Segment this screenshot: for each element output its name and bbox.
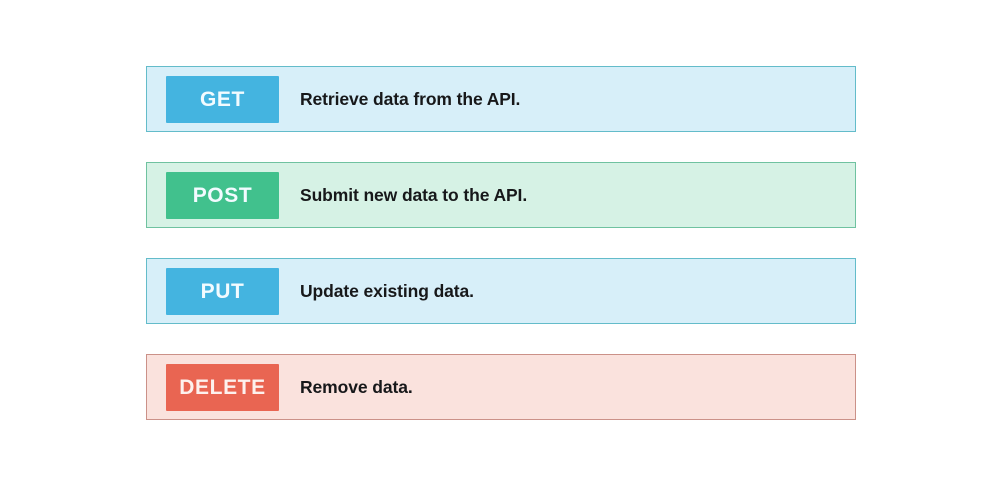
method-badge-label: GET bbox=[200, 87, 245, 111]
method-row[interactable]: DELETE Remove data. bbox=[146, 354, 856, 420]
method-badge-label: POST bbox=[192, 183, 253, 207]
method-badge-label: PUT bbox=[200, 279, 245, 303]
method-badge-post[interactable]: POST bbox=[166, 171, 279, 219]
method-row[interactable]: GET Retrieve data from the API. bbox=[146, 66, 856, 132]
method-row[interactable]: PUT Update existing data. bbox=[146, 258, 856, 324]
method-badge-put[interactable]: PUT bbox=[166, 267, 279, 315]
method-badge-delete[interactable]: DELETE bbox=[166, 363, 279, 411]
method-badge-label: DELETE bbox=[179, 375, 266, 399]
http-methods-list: GET Retrieve data from the API. POST Sub… bbox=[146, 66, 856, 420]
method-description: Update existing data. bbox=[300, 280, 474, 301]
method-description: Retrieve data from the API. bbox=[300, 88, 521, 109]
method-description: Submit new data to the API. bbox=[300, 184, 528, 205]
method-badge-get[interactable]: GET bbox=[166, 75, 279, 123]
method-row[interactable]: POST Submit new data to the API. bbox=[146, 162, 856, 228]
method-description: Remove data. bbox=[300, 376, 413, 397]
